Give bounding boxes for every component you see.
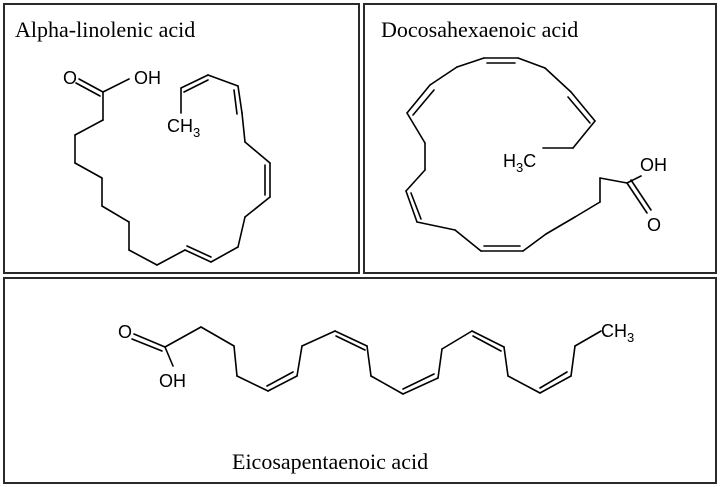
panel-alpha-linolenic-acid: Alpha-linolenic acid [3, 3, 360, 274]
hydroxyl-label: OH [159, 371, 186, 391]
panel-docosahexaenoic-acid: Docosahexaenoic acid [363, 3, 717, 274]
methyl-label: CH3 [601, 321, 634, 345]
molecule-name: Alpha-linolenic acid [15, 17, 196, 42]
bonds [74, 74, 271, 266]
structure-docosahexaenoic-acid: H3C OH O [405, 57, 667, 252]
hydroxyl-label: OH [134, 68, 161, 88]
molecule-name: Eicosapentaenoic acid [232, 449, 429, 474]
methyl-label: CH3 [167, 116, 200, 140]
oxygen-label: O [118, 322, 132, 342]
oxygen-label: O [647, 215, 661, 235]
panel-eicosapentaenoic-acid: Eicosapentaenoic acid [3, 277, 717, 484]
oxygen-label: O [63, 68, 77, 88]
bonds [405, 57, 652, 252]
molecule-name: Docosahexaenoic acid [381, 17, 579, 42]
methyl-label: H3C [503, 151, 536, 175]
hydroxyl-label: OH [640, 155, 667, 175]
structure-eicosapentaenoic-acid: O OH CH3 [118, 321, 634, 395]
structure-alpha-linolenic-acid: O OH CH3 [63, 68, 271, 266]
bonds [131, 326, 602, 395]
